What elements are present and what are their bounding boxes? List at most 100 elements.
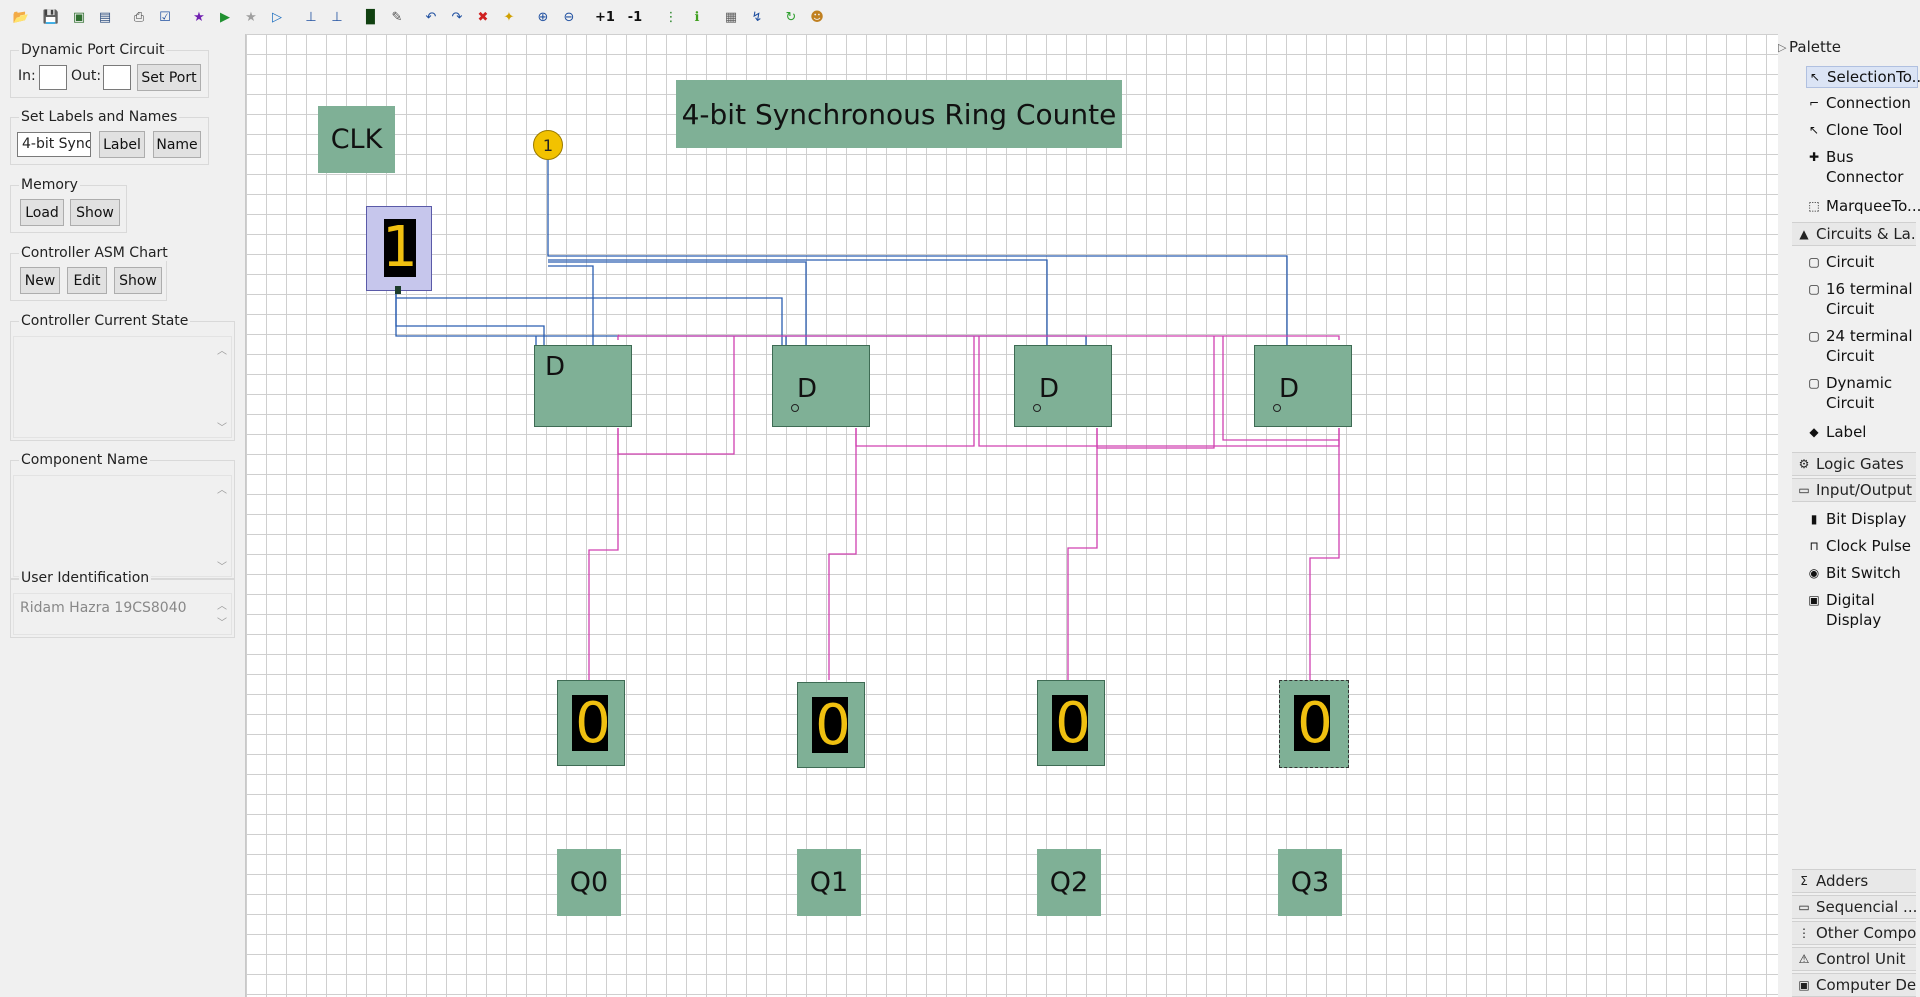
q0-label[interactable]: Q0: [557, 849, 621, 916]
star-icon[interactable]: ★: [193, 9, 205, 25]
computer-drawer[interactable]: ▣Computer De...: [1792, 973, 1916, 997]
out-port-field[interactable]: [103, 65, 131, 90]
control-unit-drawer[interactable]: ⚠Control Unit: [1792, 947, 1916, 971]
timing-2-icon[interactable]: ⊥: [331, 9, 343, 25]
asm-new-button[interactable]: New: [20, 267, 60, 294]
delete-icon[interactable]: ✖: [477, 9, 489, 25]
d-flipflop-1[interactable]: D: [772, 345, 870, 427]
label-button[interactable]: Label: [99, 131, 145, 158]
circuit-title-label[interactable]: 4-bit Synchronous Ring Counte: [676, 80, 1122, 148]
display-value: 0: [1297, 691, 1333, 756]
d-flipflop-2[interactable]: D: [1014, 345, 1112, 427]
palette-item-circuit-24[interactable]: ▢24 terminal Circuit: [1806, 326, 1916, 366]
drawer-label: Control Unit: [1816, 950, 1906, 968]
q1-display-wire: [828, 428, 857, 680]
minus-one-icon[interactable]: -1: [627, 9, 643, 25]
verify-icon[interactable]: ☑: [159, 9, 171, 25]
q0-display-wire: [588, 428, 619, 680]
asm-edit-button[interactable]: Edit: [67, 267, 107, 294]
run-icon[interactable]: ▶: [220, 9, 230, 25]
component-name-scrollbar[interactable]: ︿﹀: [217, 485, 227, 573]
palette-item-label[interactable]: ◆Label: [1806, 422, 1916, 442]
route-icon[interactable]: ↯: [751, 9, 763, 25]
palette-item-cursor[interactable]: ↖SelectionTo...: [1806, 66, 1920, 88]
q3-label[interactable]: Q3: [1278, 849, 1342, 916]
plus-one-icon[interactable]: +1: [595, 9, 615, 25]
palette-item-bit-switch[interactable]: ◉Bit Switch: [1806, 563, 1916, 583]
current-state-scrollbar[interactable]: ︿﹀: [217, 346, 227, 434]
bit-display-q3[interactable]: 0: [1279, 680, 1349, 768]
star-grey-icon[interactable]: ★: [245, 9, 257, 25]
print-icon[interactable]: ⎙: [133, 9, 145, 25]
palette-item-clock-pulse[interactable]: ⊓Clock Pulse: [1806, 536, 1916, 556]
undo-icon[interactable]: ↶: [425, 9, 437, 25]
circuit-canvas[interactable]: 4-bit Synchronous Ring Counte CLK 1 1 D …: [245, 34, 1779, 997]
set-port-button[interactable]: Set Port: [137, 64, 201, 91]
circuit-24-icon: ▢: [1808, 329, 1820, 343]
terminal-icon[interactable]: ▉: [366, 9, 376, 25]
switch-wire-ff2: [548, 259, 1048, 346]
user-id-textarea[interactable]: Ridam Hazra 19CS8040: [13, 593, 232, 635]
palette-item-circuit[interactable]: ▢Circuit: [1806, 252, 1916, 272]
open-icon[interactable]: 📂: [12, 9, 30, 25]
palette-item-clone[interactable]: ↖Clone Tool: [1806, 120, 1916, 140]
dynamic-port-group: Dynamic Port Circuit In: Out: Set Port: [10, 42, 209, 98]
step-icon[interactable]: ▷: [272, 9, 282, 25]
user-id-scrollbar[interactable]: ︿﹀: [217, 601, 227, 629]
refresh-icon[interactable]: ↻: [785, 9, 797, 25]
circuits-drawer[interactable]: ▲Circuits & La...: [1792, 222, 1916, 246]
bit-display-q1[interactable]: 0: [797, 682, 865, 768]
palette-item-dynamic-circuit[interactable]: ▢Dynamic Circuit: [1806, 373, 1916, 413]
other-components-drawer[interactable]: ⋮Other Compo...: [1792, 921, 1916, 945]
palette-item-bit-display[interactable]: ▮Bit Display: [1806, 509, 1916, 529]
clock-screen: [384, 219, 416, 277]
memory-group: Memory Load Show: [10, 177, 127, 233]
input-output-drawer[interactable]: ▭Input/Output: [1792, 478, 1916, 502]
bit-display-q0[interactable]: 0: [557, 680, 625, 766]
clean-icon[interactable]: ✦: [503, 9, 515, 25]
component-name-textarea[interactable]: [13, 475, 232, 577]
align-icon[interactable]: ⋮: [664, 9, 678, 25]
component-name-title: Component Name: [19, 452, 151, 468]
palette-item-marquee[interactable]: ⬚MarqueeTo...: [1806, 196, 1920, 216]
bit-display-q2[interactable]: 0: [1037, 680, 1105, 766]
label-name-field[interactable]: 4-bit Sync: [17, 132, 91, 157]
info-icon[interactable]: ℹ: [694, 9, 700, 25]
in-port-field[interactable]: [39, 65, 67, 90]
drawer-label: Input/Output: [1816, 481, 1912, 499]
palette-collapse-icon[interactable]: ▷: [1778, 41, 1787, 54]
name-button[interactable]: Name: [153, 131, 201, 158]
save-icon[interactable]: 💾: [42, 9, 60, 25]
edit-icon[interactable]: ✎: [391, 9, 403, 25]
export-icon[interactable]: ▤: [98, 9, 112, 25]
sequential-drawer[interactable]: ▭Sequencial ...: [1792, 895, 1916, 919]
digital-display-icon: ▣: [1808, 593, 1820, 607]
grid-icon[interactable]: ▦: [724, 9, 738, 25]
palette-item-connection[interactable]: ⌐Connection: [1806, 93, 1916, 113]
q1-label[interactable]: Q1: [797, 849, 861, 916]
load-button[interactable]: Load: [20, 199, 64, 226]
users-icon[interactable]: ☻: [810, 9, 824, 25]
palette-item-digital-display[interactable]: ▣Digital Display: [1806, 590, 1916, 630]
drawer-label: Other Compo...: [1816, 924, 1916, 942]
zoom-in-icon[interactable]: ⊕: [537, 9, 549, 25]
clone-icon: ↖: [1808, 123, 1820, 137]
redo-icon[interactable]: ↷: [451, 9, 463, 25]
save-as-icon[interactable]: ▣: [72, 9, 86, 25]
asm-show-button[interactable]: Show: [114, 267, 162, 294]
q2-label[interactable]: Q2: [1037, 849, 1101, 916]
logic-gates-drawer[interactable]: ⚙Logic Gates: [1792, 452, 1916, 476]
clock-pulse[interactable]: 1: [366, 206, 432, 294]
palette-item-bus-connector[interactable]: ✚Bus Connector: [1806, 147, 1916, 187]
memory-show-button[interactable]: Show: [70, 199, 120, 226]
ff2-clock-bubble: [1033, 404, 1041, 412]
bit-switch[interactable]: 1: [533, 130, 563, 160]
clk-label[interactable]: CLK: [318, 106, 395, 173]
timing-icon[interactable]: ⊥: [305, 9, 317, 25]
d-flipflop-0[interactable]: D: [534, 345, 632, 427]
current-state-textarea[interactable]: [13, 336, 232, 438]
d-flipflop-3[interactable]: D: [1254, 345, 1352, 427]
palette-item-circuit-16[interactable]: ▢16 terminal Circuit: [1806, 279, 1916, 319]
zoom-out-icon[interactable]: ⊖: [563, 9, 575, 25]
